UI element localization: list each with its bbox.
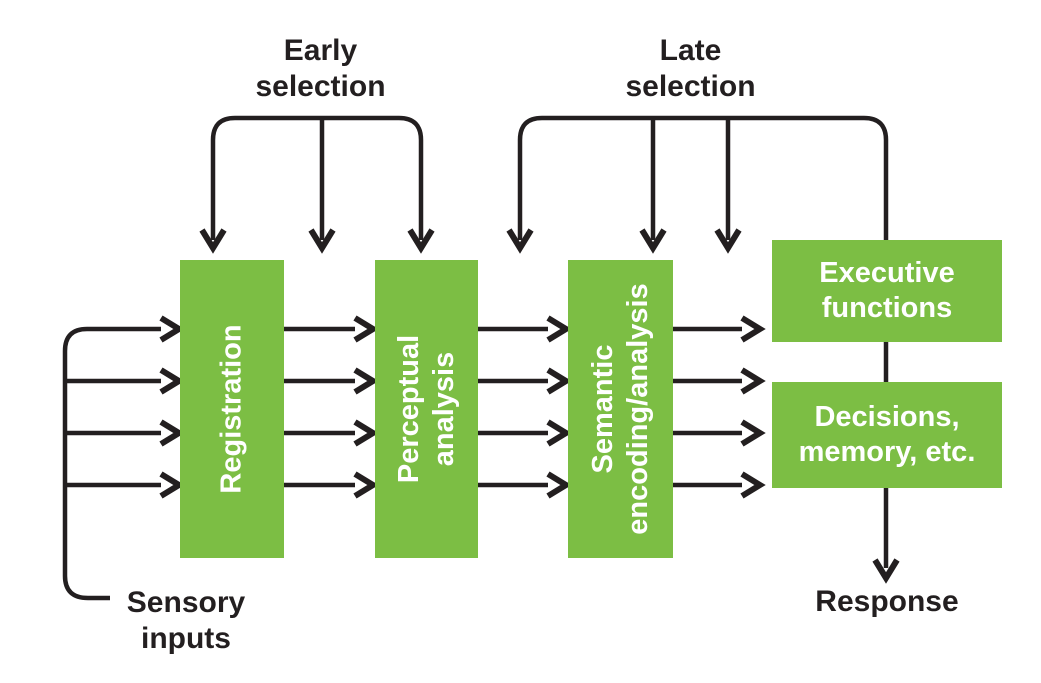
- semantic-encoding-box: Semantic encoding/analysis: [568, 260, 673, 558]
- response-label: Response: [815, 585, 959, 618]
- sensory-input-arrows: [62, 315, 185, 601]
- late-selection-bracket: [506, 115, 889, 568]
- perceptual-to-semantic-arrows: [478, 315, 572, 499]
- sensory-inputs-label: Sensory inputs: [126, 586, 246, 655]
- decisions-memory-box: Decisions, memory, etc.: [772, 382, 1002, 488]
- early-selection-bracket: [199, 115, 435, 254]
- semantic-encoding-box-label: Semantic encoding/analysis: [586, 283, 654, 535]
- early-selection-label: Early selection: [255, 34, 386, 103]
- registration-box: Registration: [180, 260, 284, 558]
- semantic-to-output-arrows: [673, 315, 766, 499]
- registration-to-perceptual-arrows: [284, 315, 379, 499]
- perceptual-analysis-box: Perceptual analysis: [375, 260, 478, 558]
- executive-functions-box: Executive functions: [772, 240, 1002, 342]
- late-selection-label: Late selection: [625, 34, 756, 103]
- perceptual-analysis-box-label: Perceptual analysis: [392, 334, 460, 484]
- executive-functions-box-label: Executive functions: [819, 257, 955, 324]
- registration-box-label: Registration: [215, 324, 248, 494]
- response-arrow: [872, 558, 900, 584]
- decisions-memory-box-label: Decisions, memory, etc.: [798, 401, 976, 468]
